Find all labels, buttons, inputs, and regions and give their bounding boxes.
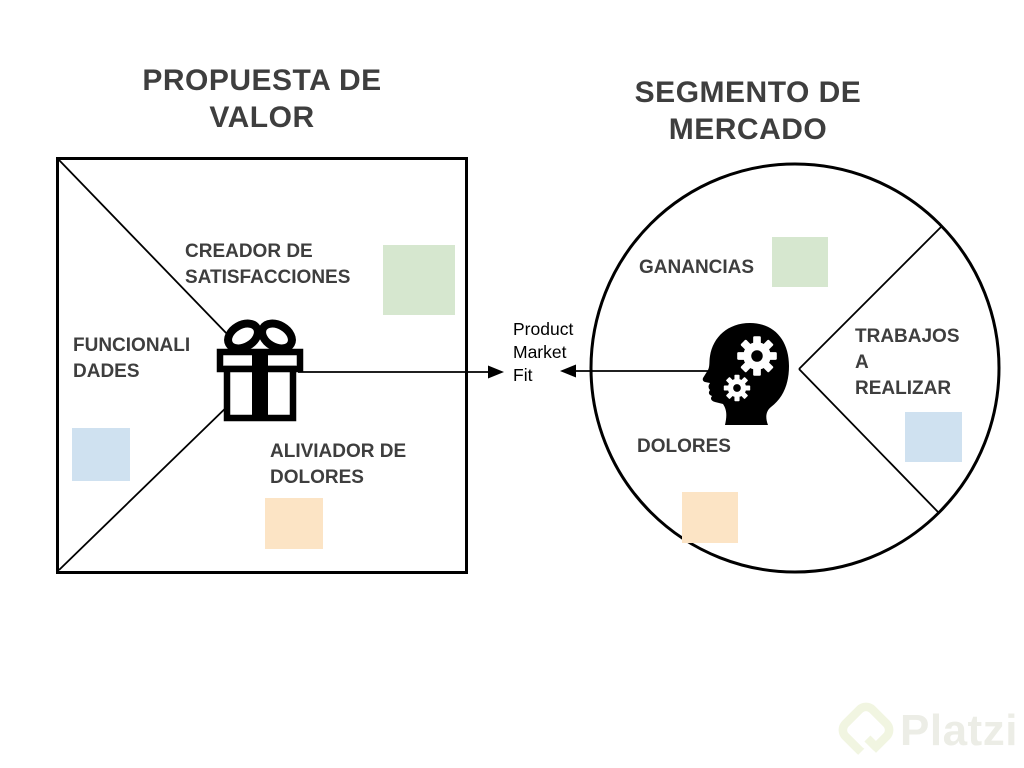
circle-wedge-line-top [798,226,942,370]
circle-wedge-line-bottom [798,368,939,513]
label-ganancias: GANANCIAS [639,257,755,278]
sticky-note-orange-right [682,492,738,543]
right-arrow [560,364,718,378]
sticky-note-blue-left [72,428,130,481]
square-diagonal-top [58,159,230,337]
right-panel-title: SEGMENTO DE MERCADO [634,76,862,146]
sticky-note-orange-left [265,498,323,549]
label-creador-de-satisfacciones: CREADOR DE SATISFACCIONES [185,241,351,288]
product-market-fit-label: Product Market Fit [513,319,574,385]
head-gears-icon [702,323,789,425]
label-trabajos-a-realizar: TRABAJOS A REALIZAR [855,326,960,399]
market-segment-circle [589,162,1001,574]
label-dolores: DOLORES [637,436,731,457]
label-funcionalidades: FUNCIONALI DADES [73,335,191,382]
sticky-note-blue-right [905,412,962,462]
platzi-logo-icon [838,702,894,768]
value-proposition-square [56,157,468,574]
square-diagonal-bottom [58,398,236,571]
sticky-note-green-right [772,237,828,287]
gift-icon [216,319,304,422]
left-arrow [298,365,504,379]
sticky-note-green-left [383,245,455,315]
platzi-logo-text: Platzi [900,706,1018,755]
left-panel-title: PROPUESTA DE VALOR [142,64,382,134]
label-aliviador-de-dolores: ALIVIADOR DE DOLORES [270,441,407,488]
